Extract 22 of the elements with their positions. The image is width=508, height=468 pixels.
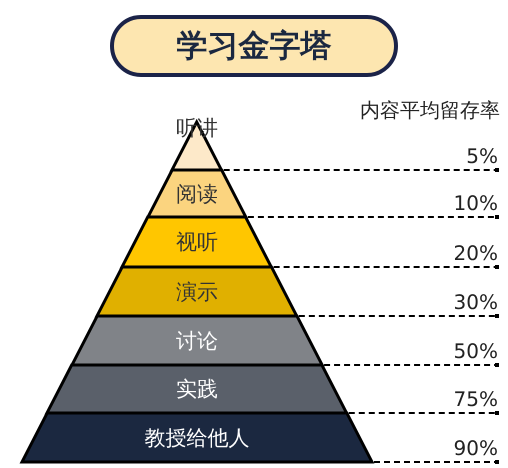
dashed-leader-line xyxy=(298,314,499,318)
dashed-leader-line xyxy=(374,460,499,464)
retention-percent: 50% xyxy=(454,339,498,363)
band-label: 讨论 xyxy=(176,328,218,352)
dashed-leader-line xyxy=(248,215,499,219)
band-label: 实践 xyxy=(176,377,218,401)
retention-percent: 5% xyxy=(466,144,498,168)
retention-percent: 75% xyxy=(454,387,498,411)
band-label: 阅读 xyxy=(176,182,218,206)
dashed-leader-line xyxy=(324,363,499,367)
retention-percent: 90% xyxy=(454,436,498,460)
band-label: 教授给他人 xyxy=(144,426,250,450)
retention-percent: 10% xyxy=(454,191,498,215)
column-heading: 内容平均留存率 xyxy=(360,97,500,124)
title-banner: 学习金字塔 xyxy=(110,15,398,77)
dashed-leader-line xyxy=(224,168,499,172)
dashed-leader-line xyxy=(348,411,499,415)
band-label: 演示 xyxy=(176,280,218,304)
dashed-leader-line xyxy=(274,265,499,269)
band-label: 视听 xyxy=(176,230,218,254)
retention-percent: 30% xyxy=(454,290,498,314)
retention-percent: 20% xyxy=(454,241,498,265)
